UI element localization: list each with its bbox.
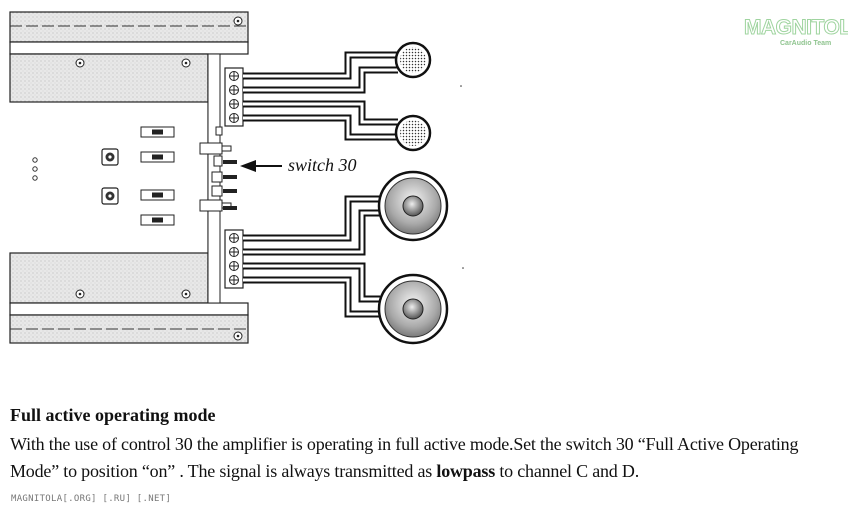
- section-title: Full active operating mode: [10, 405, 216, 425]
- tweeter-upper: [394, 41, 432, 79]
- switch-callout: switch 30: [240, 155, 357, 175]
- switch-label: switch 30: [288, 155, 357, 175]
- upper-terminal-block: [224, 67, 244, 127]
- body-text-bold: lowpass: [436, 461, 496, 481]
- woofer-upper: [377, 170, 449, 242]
- upper-heatsink: [9, 11, 249, 103]
- logo-subtext: CarAudio Team: [780, 40, 832, 47]
- footer-watermark: MAGNITOLA[.ORG] [.RU] [.NET]: [11, 494, 172, 504]
- section-body: With the use of control 30 the amplifier…: [10, 431, 844, 485]
- lower-heatsink: [9, 252, 249, 344]
- body-text-part1: With the use of control 30 the amplifier…: [10, 434, 799, 481]
- wiring-diagram: switch 30: [9, 11, 464, 345]
- tweeter-lower: [394, 114, 432, 152]
- speaker-wires: [243, 51, 398, 318]
- arrow-left-icon: [240, 160, 256, 172]
- lower-terminal-block: [224, 229, 244, 289]
- body-text-part2: to channel C and D.: [495, 461, 639, 481]
- logo-text: MAGNITOLA: [743, 16, 848, 40]
- control-panel: [32, 53, 237, 304]
- woofer-lower: [377, 273, 449, 345]
- magnitola-logo: MAGNITOLA CarAudio Team: [743, 16, 848, 52]
